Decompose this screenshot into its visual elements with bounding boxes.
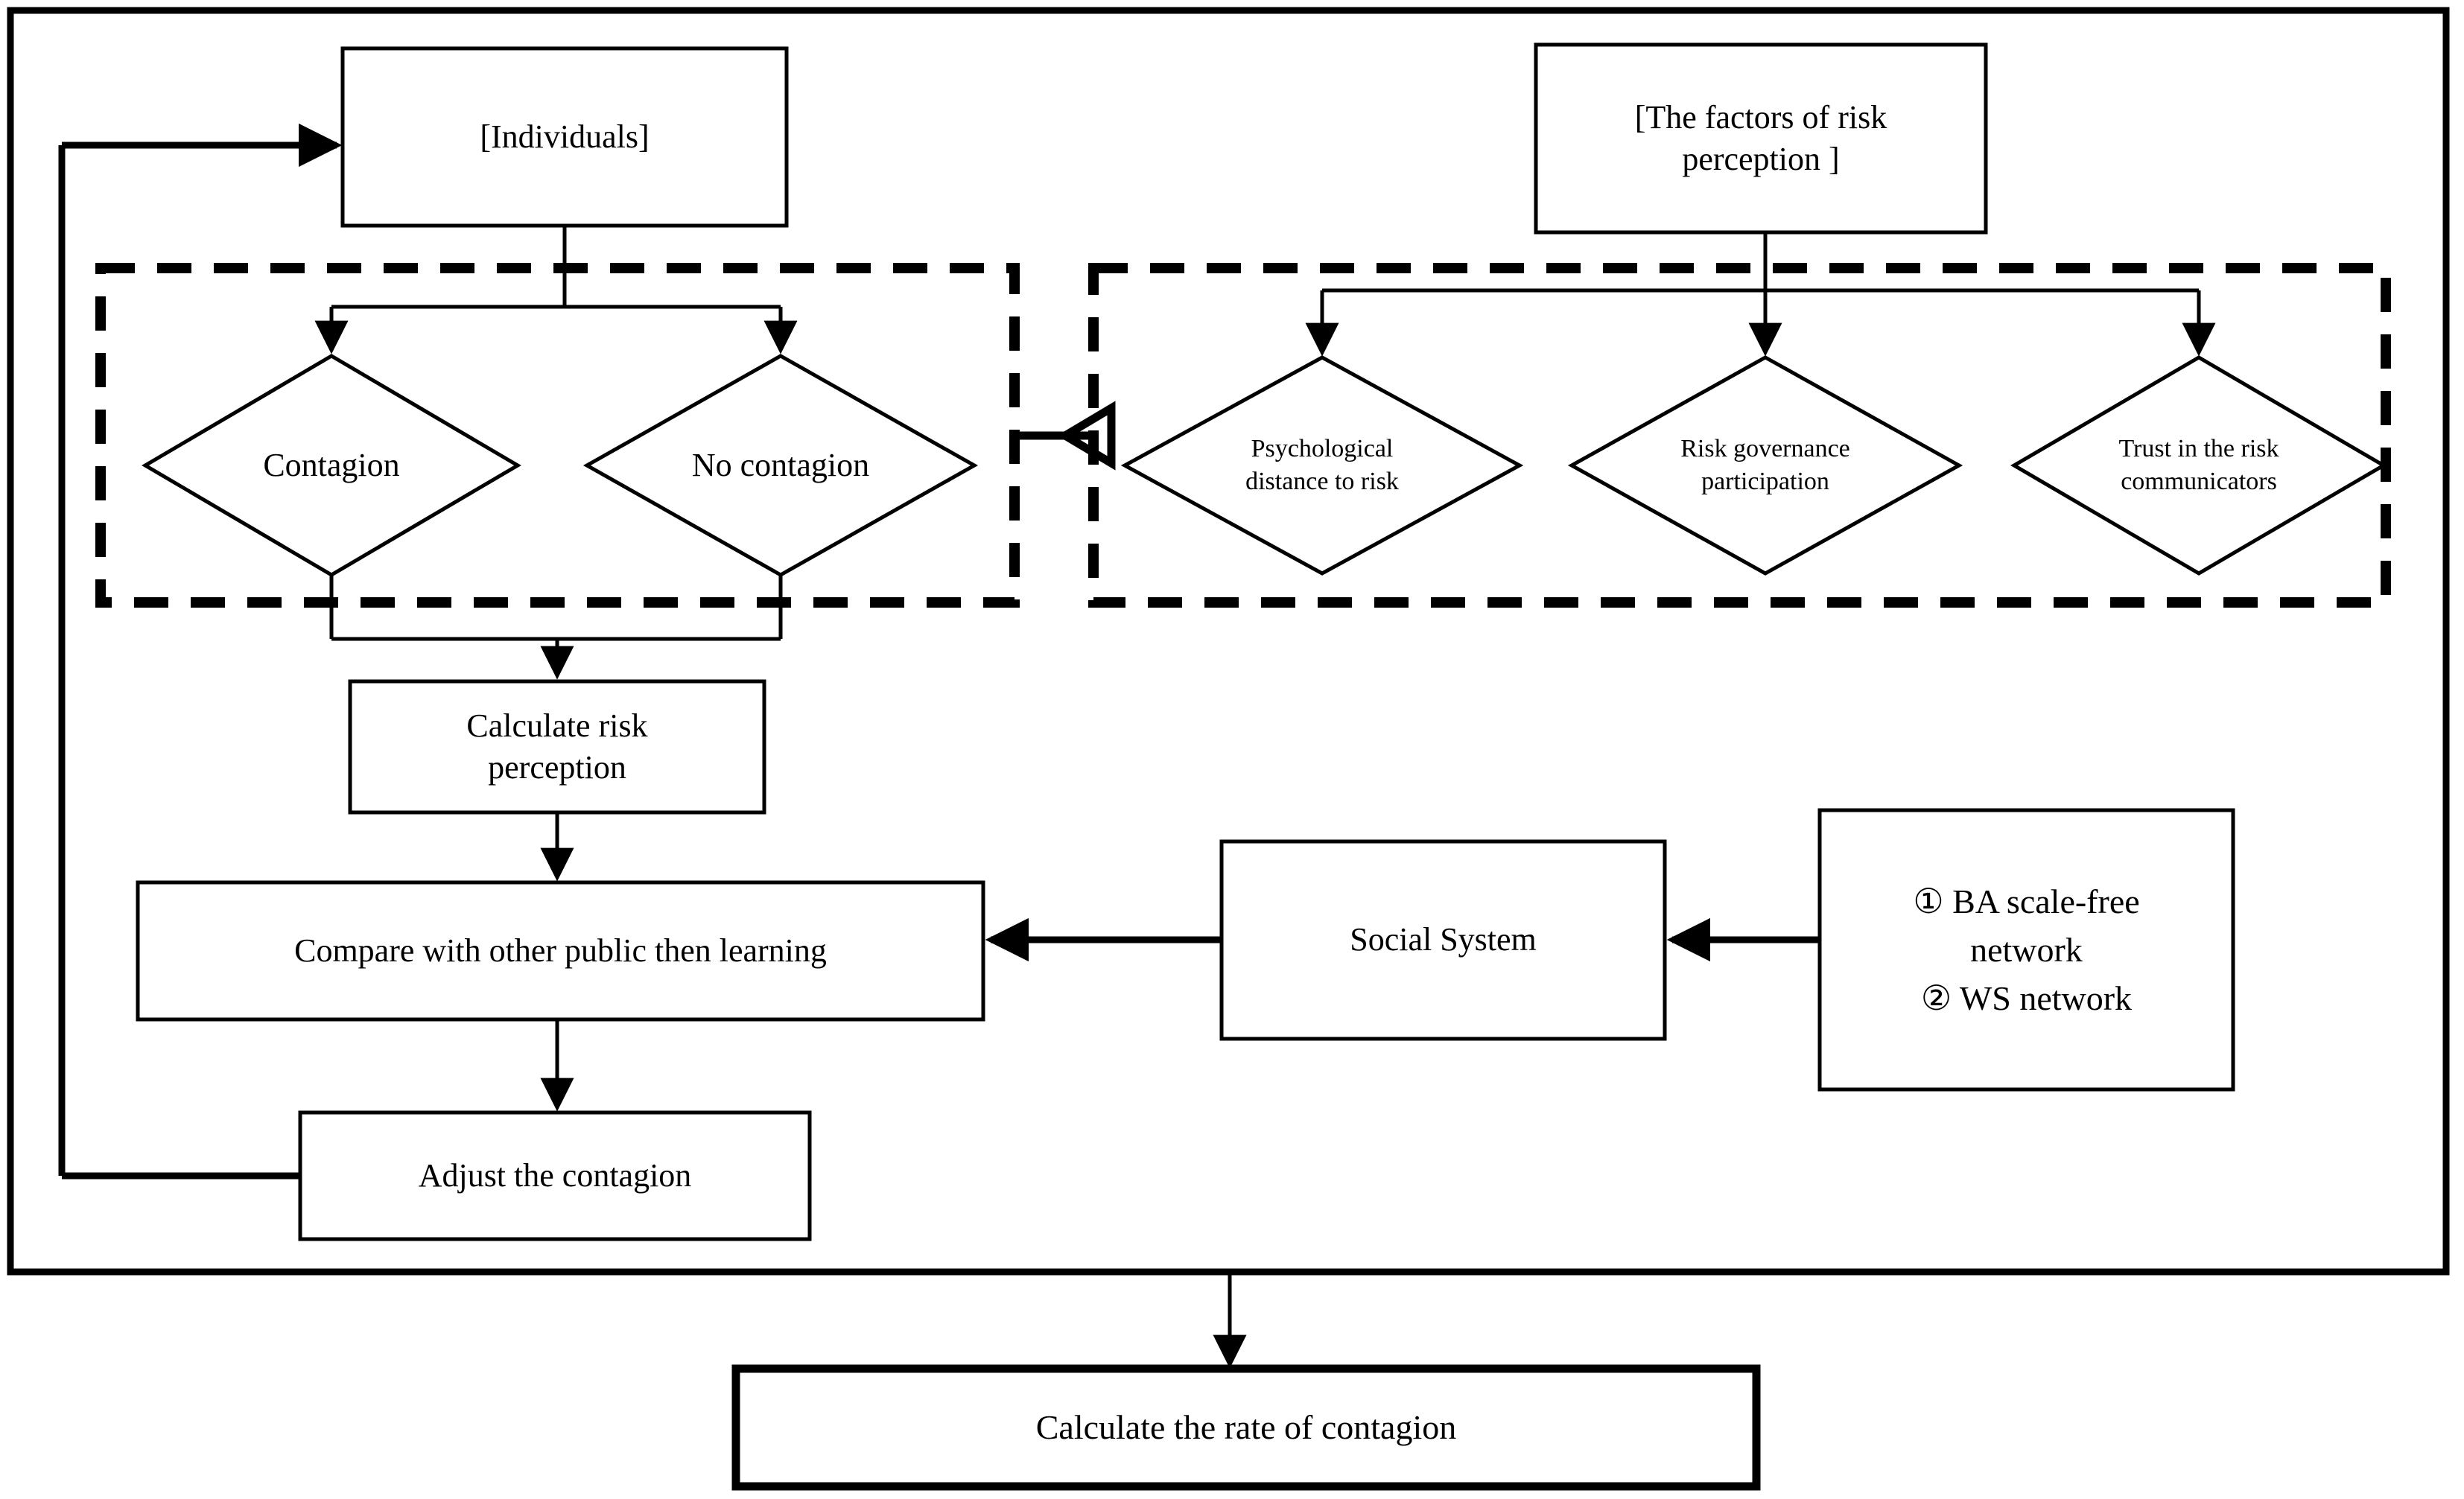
compare-learning-box[interactable]	[136, 880, 985, 1022]
adjust-contagion-box[interactable]	[298, 1110, 812, 1241]
psychological-distance-diamond[interactable]	[1120, 355, 1524, 576]
connector-riskfactors-to-contagion-group	[1015, 401, 1116, 471]
connector-individuals-to-decisions	[314, 226, 798, 354]
no-contagion-diamond[interactable]	[582, 354, 979, 577]
social-system-box[interactable]	[1219, 839, 1667, 1041]
outer-frame	[7, 7, 2450, 1276]
individuals-box[interactable]	[340, 46, 789, 228]
factors-box[interactable]	[1534, 42, 1988, 235]
contagion-diamond[interactable]	[142, 354, 521, 577]
networks-box[interactable]	[1817, 808, 2235, 1092]
calculate-rate-box[interactable]	[731, 1364, 1761, 1491]
connector-decisions-to-calculate	[329, 575, 783, 680]
calculate-risk-perception-box[interactable]	[348, 679, 766, 815]
trust-communicators-diamond[interactable]	[2010, 355, 2387, 576]
connector-adjust-feedback-to-individuals	[58, 123, 343, 1180]
connector-factors-to-diamonds	[1305, 232, 2216, 357]
risk-governance-diamond[interactable]	[1567, 355, 1963, 576]
